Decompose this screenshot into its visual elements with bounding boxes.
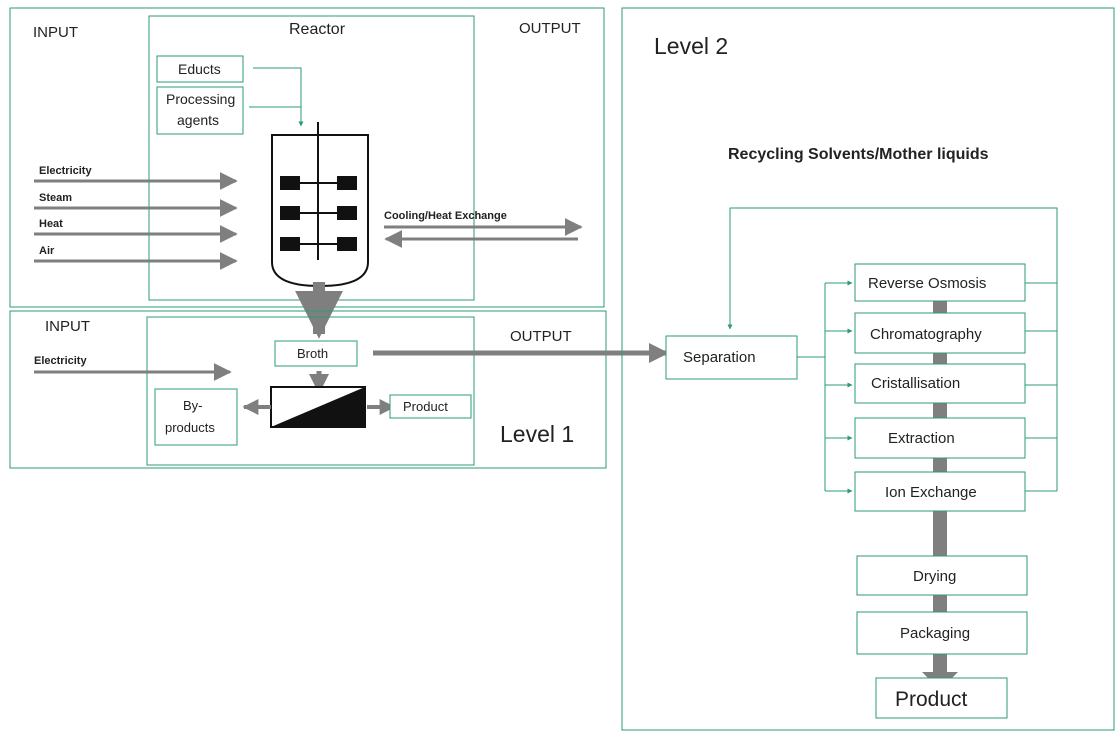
stirrer-blade [280,237,300,251]
final-product-box [875,677,1008,719]
educts-label: Educts [178,61,221,77]
input-electricity-bottom-label: Electricity [34,355,87,367]
processing-agents-label-line2: agents [177,112,219,128]
stirrer-blade [337,237,357,251]
input-heat-label: Heat [39,218,63,230]
broth-label: Broth [297,346,328,361]
final-product-label: Product [895,688,968,711]
method-label: Chromatography [870,326,982,343]
top-output-label: OUTPUT [519,20,581,37]
input-steam-label: Steam [39,192,72,204]
bottom-output-label: OUTPUT [510,328,572,345]
method-ion-exchange: Ion Exchange [825,471,1057,512]
level1-label: Level 1 [500,421,574,447]
packaging-box [856,611,1028,655]
drying-box [856,555,1028,596]
product-box-level1 [389,394,472,419]
processing-agents-box [156,86,244,135]
byproducts-label-line2: products [165,420,215,435]
stirrer-blade [337,206,357,220]
separation-label: Separation [683,349,756,366]
reactor-label: Reactor [289,21,346,38]
packaging-label: Packaging [900,625,970,642]
stirrer-blade [280,206,300,220]
separation-box [665,335,798,380]
method-label: Reverse Osmosis [868,275,986,292]
method-label: Ion Exchange [885,484,977,501]
method-chromatography: Chromatography [825,312,1057,354]
processing-agents-label-line1: Processing [166,91,235,107]
byproducts-box [154,388,238,446]
stirrer-blade [337,176,357,190]
product-label-level1: Product [403,399,448,414]
method-cristallisation: Cristallisation [825,363,1057,404]
input-electricity-label: Electricity [39,165,92,177]
educts-box [156,55,244,83]
downstream-frame [146,316,475,466]
recycle-loop-connector [727,207,1058,330]
level2-label: Level 2 [654,33,728,59]
cooling-label: Cooling/Heat Exchange [384,210,507,222]
filter-symbol-fill [271,387,365,427]
recycling-title: Recycling Solvents/Mother liquids [728,146,989,163]
method-label: Extraction [888,430,955,447]
method-label: Cristallisation [871,375,960,392]
broth-box [274,340,358,367]
top-input-label: INPUT [33,24,78,41]
input-air-label: Air [39,245,55,257]
drying-label: Drying [913,568,956,585]
byproducts-label-line1: By- [183,398,203,413]
method-reverse-osmosis: Reverse Osmosis [825,263,1057,302]
educts-feed-connector [253,67,304,127]
level1-bottom-frame [9,310,607,469]
method-extraction: Extraction [825,417,1057,459]
bottom-input-label: INPUT [45,318,90,335]
level2-frame [621,7,1115,731]
stirrer-blade [280,176,300,190]
